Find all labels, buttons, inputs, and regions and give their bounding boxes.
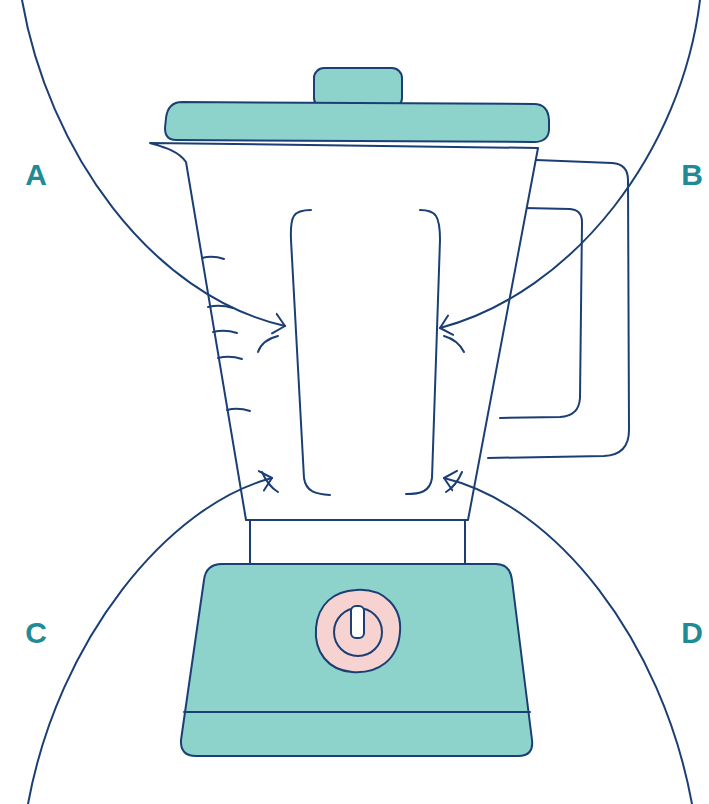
callout-letter: A [25,158,47,192]
swirl-mark [262,472,278,492]
swirl-line [406,210,440,494]
force-arrow [440,0,700,328]
blender-jar [150,143,538,520]
swirl-mark [258,336,278,352]
power-button [316,590,400,672]
blender-lid [165,102,549,142]
callout-letter: B [681,158,703,192]
callout-letter: D [681,616,703,650]
force-arrow [28,478,272,804]
button-indicator [351,606,364,638]
force-arrow [444,478,692,804]
base-band [184,711,530,713]
force-arrow [22,0,285,326]
motor-base [181,564,532,756]
measure-tick [213,331,237,333]
measure-tick [218,357,242,359]
swirl-line [291,210,330,495]
callout-letter: C [25,616,47,650]
measure-tick [227,409,250,411]
swirl-mark [444,336,464,352]
measure-tick [202,257,224,259]
jar-collar [250,520,465,566]
